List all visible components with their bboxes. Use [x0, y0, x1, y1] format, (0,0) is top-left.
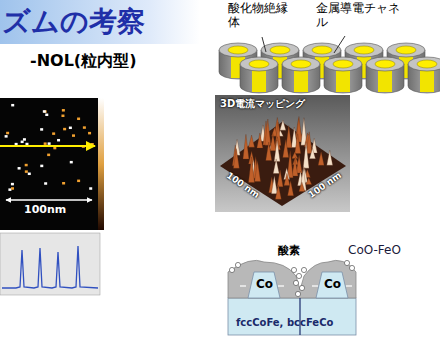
part-label: Co — [256, 278, 273, 292]
leader-line — [262, 37, 266, 52]
afm-image — [0, 98, 104, 230]
current-map-3d — [215, 95, 350, 212]
part-label: CoO-FeO — [348, 244, 401, 258]
part-label: 金属導電チャネル — [316, 2, 408, 30]
title-bar — [0, 0, 200, 44]
height-profile — [0, 233, 100, 295]
cylinder-array — [219, 43, 440, 93]
phase-label: fccCoFe, bccFeCo — [236, 317, 333, 329]
plot-title: 3D電流マッピング — [220, 98, 305, 110]
part-label: Co — [324, 278, 341, 292]
part-label: 酸素 — [278, 245, 300, 258]
subtitle: -NOL(粒内型) — [30, 52, 136, 70]
leader-line — [334, 36, 345, 53]
slide-title: ズムの考察 — [2, 6, 145, 38]
scale-label: 100nm — [24, 204, 66, 217]
cross-section — [228, 260, 356, 335]
part-label: 酸化物絶縁体 — [228, 2, 292, 30]
